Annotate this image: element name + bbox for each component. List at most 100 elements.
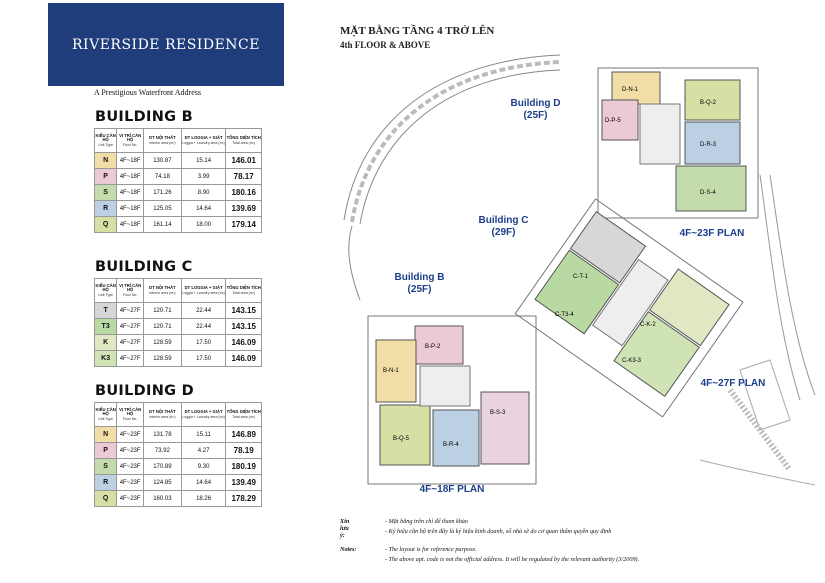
header-loggia-vi: DT LOGGIA + GIẶT	[184, 409, 223, 415]
unit-b-r	[432, 409, 480, 467]
curved-walkway-inner	[359, 69, 561, 225]
cell-total: 146.09	[225, 350, 262, 367]
cell-code: N	[93, 426, 118, 443]
cell-total: 180.19	[225, 458, 262, 475]
road-edge	[769, 174, 816, 396]
cell-floor: 4F~23F	[116, 458, 144, 475]
unit-b-n	[375, 339, 417, 403]
cell-total: 180.16	[225, 184, 262, 201]
notes-en-2: - The above apt. code is not the officia…	[385, 556, 640, 563]
cell-interior: 170.89	[142, 458, 182, 475]
label-d-n: D-N-1	[622, 87, 639, 93]
cell-code: Q	[93, 490, 118, 507]
label-d-q: B-Q-2	[700, 100, 717, 106]
cell-total: 143.15	[225, 318, 262, 335]
cell-code: R	[93, 200, 118, 217]
cell-interior: 160.03	[142, 490, 182, 507]
building-c-outline	[514, 198, 744, 418]
logo-text: RIVERSIDE RESIDENCE	[72, 36, 260, 53]
header-type-en: Unit Type	[98, 417, 113, 422]
building-b-outline	[367, 315, 537, 485]
cell-floor: 4F~23F	[116, 442, 144, 459]
building-b-name: Building B	[394, 272, 445, 283]
cell-total: 146.09	[225, 334, 262, 351]
header-total-en: Total area (m²)	[232, 290, 256, 295]
label-d-s: D-S-4	[700, 190, 716, 196]
cell-total: 139.69	[225, 200, 262, 217]
label-c-k3: C-K3-3	[622, 358, 642, 364]
header-total-en: Total area (m²)	[232, 140, 256, 145]
label-b-n: B-N-1	[383, 368, 399, 374]
cell-loggia: 3.99	[180, 168, 227, 185]
header-floor-en: Floor No.	[122, 293, 138, 298]
unit-d-s	[675, 165, 747, 212]
building-b-plan	[367, 315, 537, 485]
header-type-vi: KIỂU CĂN HỘ	[95, 282, 116, 293]
header-total-vi: TỔNG DIỆN TÍCH	[226, 285, 261, 291]
cell-code: T	[93, 302, 118, 319]
header-loggia-vi: DT LOGGIA + GIẶT	[184, 135, 223, 141]
cell-total: 139.49	[225, 474, 262, 491]
unit-c-t	[569, 210, 647, 284]
cell-total: 146.89	[225, 426, 262, 443]
cell-loggia: 22.44	[180, 318, 227, 335]
cell-code: S	[93, 458, 118, 475]
header-interior-en: Interior area (m²)	[149, 140, 176, 145]
cell-floor: 4F~27F	[116, 302, 144, 319]
header-type-vi: KIỂU CĂN HỘ	[95, 132, 116, 143]
unit-d-n	[611, 71, 661, 105]
cell-code: R	[93, 474, 118, 491]
plan-b-label: 4F~18F PLAN	[419, 484, 485, 495]
cell-interior: 131.78	[142, 426, 182, 443]
label-d-r: D-R-3	[700, 142, 717, 148]
building-b-title: BUILDING B	[95, 109, 194, 125]
building-c-plan	[514, 198, 744, 418]
cell-interior: 161.14	[142, 216, 182, 233]
header-floor-vi: VỊ TRÍ CĂN HỘ	[119, 132, 142, 143]
cell-code: K	[93, 334, 118, 351]
cell-total: 78.19	[225, 442, 262, 459]
cell-code: K3	[93, 350, 118, 367]
cell-loggia: 22.44	[180, 302, 227, 319]
label-b-p: B-P-2	[425, 344, 441, 350]
header-total-vi: TỔNG DIỆN TÍCH	[226, 409, 261, 415]
road-bottom	[699, 459, 816, 486]
cell-total: 178.29	[225, 490, 262, 507]
label-c-k: C-K-2	[640, 322, 656, 328]
building-c-name: Building C	[478, 215, 529, 226]
plan-d-label: 4F~23F PLAN	[679, 228, 745, 239]
core-c	[591, 258, 669, 347]
cell-loggia: 18.26	[180, 490, 227, 507]
road-edge-inner	[759, 174, 801, 401]
header-interior-vi: DT NỘI THẤT	[149, 409, 176, 415]
cell-loggia: 15.14	[180, 152, 227, 169]
label-b-s: B-S-3	[490, 410, 506, 416]
unit-c-k	[648, 268, 730, 347]
cell-code: Q	[93, 216, 118, 233]
label-c-t3: C-T3-4	[555, 312, 574, 318]
cell-floor: 4F~18F	[116, 152, 144, 169]
unit-b-p	[414, 325, 464, 365]
curved-walkway-lower	[348, 225, 361, 301]
building-d-name: Building D	[510, 98, 561, 109]
cell-floor: 4F~23F	[116, 490, 144, 507]
tagline: A Prestigious Waterfront Address	[94, 88, 201, 97]
header-interior-vi: DT NỘI THẤT	[149, 285, 176, 291]
